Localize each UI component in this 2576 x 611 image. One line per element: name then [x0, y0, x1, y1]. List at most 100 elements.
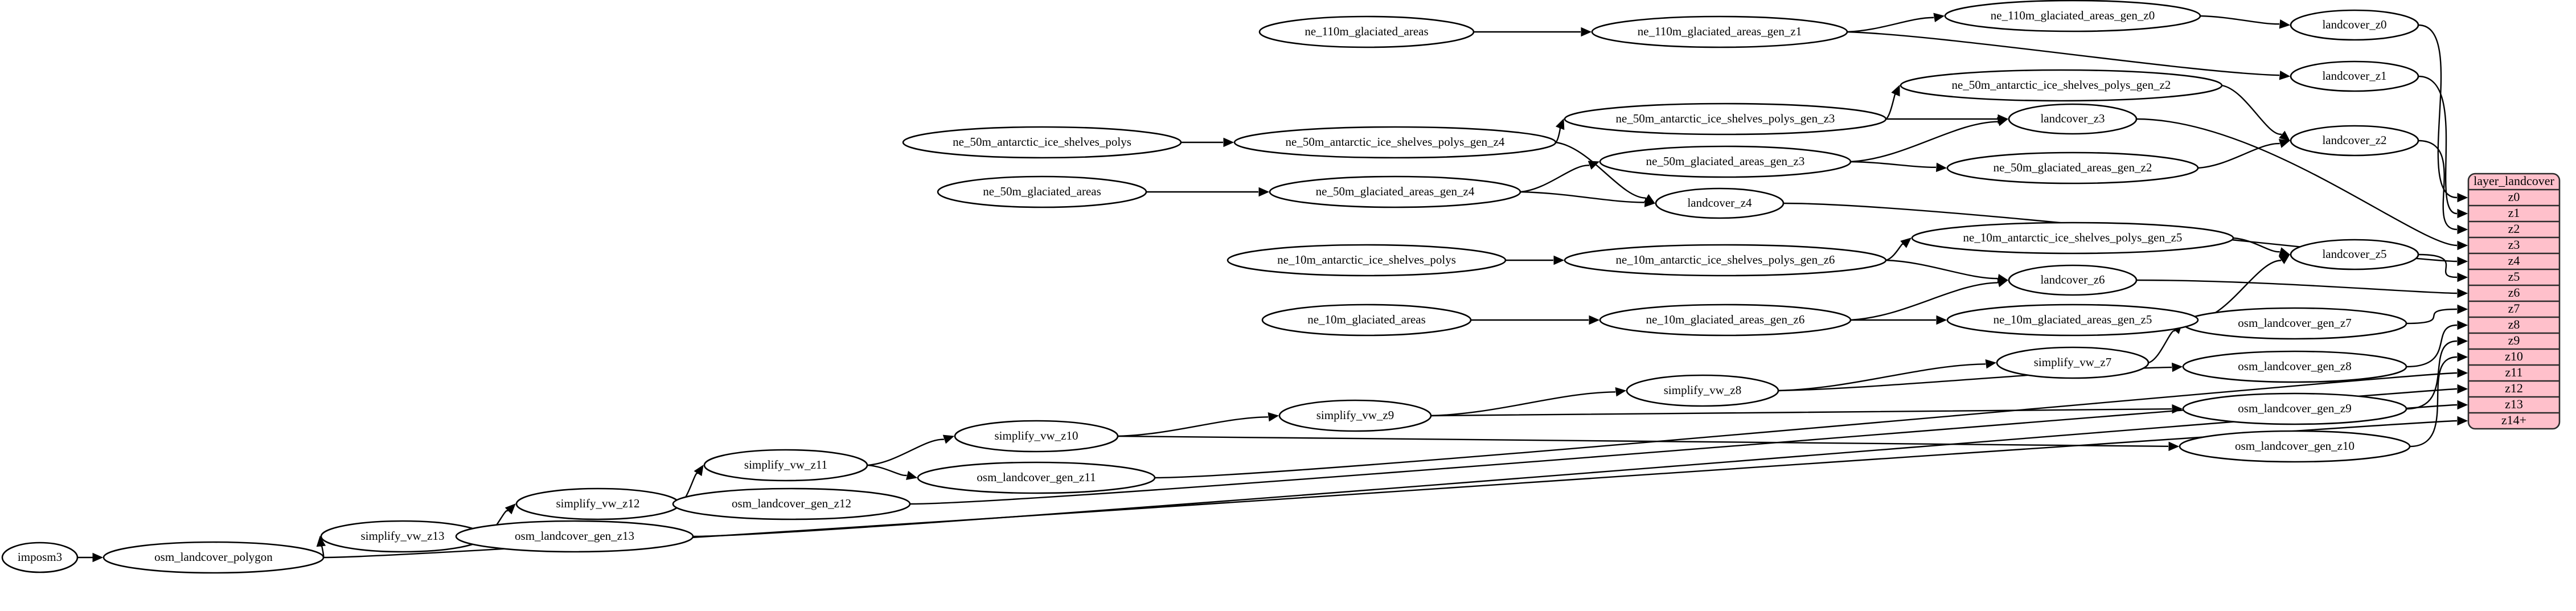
node-ellipse[interactable] [2290, 9, 2419, 41]
graph-node[interactable]: osm_landcover_gen_z13 [455, 520, 694, 553]
table-row[interactable]: z13 [2468, 396, 2559, 411]
table-row-label: z6 [2508, 285, 2520, 300]
graph-node[interactable]: simplify_vw_z8 [1626, 374, 1779, 407]
table-row[interactable]: z9 [2468, 332, 2559, 347]
graph-node[interactable]: ne_50m_glaciated_areas_gen_z4 [1269, 175, 1521, 208]
node-ellipse[interactable] [2182, 350, 2407, 383]
node-ellipse[interactable] [1261, 304, 1472, 337]
edge-arrowhead [2278, 139, 2291, 148]
graph-node[interactable]: osm_landcover_gen_z7 [2182, 307, 2407, 340]
node-ellipse[interactable] [1233, 126, 1557, 159]
graph-node[interactable]: imposm3 [1, 542, 79, 573]
node-ellipse[interactable] [2008, 103, 2138, 135]
table-row[interactable]: z3 [2468, 236, 2559, 252]
table-row[interactable]: z10 [2468, 348, 2559, 363]
graph-node[interactable]: landcover_z0 [2290, 9, 2419, 41]
node-ellipse[interactable] [2008, 264, 2138, 296]
graph-node[interactable]: simplify_vw_z12 [515, 487, 680, 520]
table-row[interactable]: z8 [2468, 316, 2559, 331]
graph-node[interactable]: ne_10m_antarctic_ice_shelves_polys_gen_z… [1911, 222, 2234, 255]
graph-node[interactable]: landcover_z2 [2290, 125, 2419, 157]
table-row[interactable]: z5 [2468, 268, 2559, 284]
node-ellipse[interactable] [1626, 374, 1779, 407]
node-ellipse[interactable] [1900, 69, 2223, 102]
node-ellipse[interactable] [2290, 60, 2419, 92]
graph-node[interactable]: ne_10m_glaciated_areas [1261, 304, 1472, 337]
node-ellipse[interactable] [1278, 399, 1432, 432]
node-ellipse[interactable] [2182, 392, 2407, 425]
node-ellipse[interactable] [455, 520, 694, 553]
node-ellipse[interactable] [102, 541, 325, 574]
graph-node[interactable]: ne_50m_antarctic_ice_shelves_polys_gen_z… [1233, 126, 1557, 159]
graph-edge [867, 464, 907, 477]
graph-node[interactable]: osm_landcover_gen_z12 [672, 487, 911, 520]
node-ellipse[interactable] [1599, 304, 1852, 337]
graph-node[interactable]: osm_landcover_gen_z11 [917, 461, 1156, 494]
node-ellipse[interactable] [1564, 102, 1887, 136]
node-ellipse[interactable] [2179, 430, 2411, 463]
node-ellipse[interactable] [954, 420, 1119, 453]
node-ellipse[interactable] [1599, 145, 1852, 178]
table-row[interactable]: z1 [2468, 204, 2559, 220]
table-row[interactable]: z6 [2468, 284, 2559, 300]
graph-edge [2406, 340, 2458, 410]
graph-node[interactable]: ne_50m_antarctic_ice_shelves_polys [902, 126, 1182, 159]
table-row[interactable]: z7 [2468, 300, 2559, 315]
node-ellipse[interactable] [937, 175, 1147, 208]
node-ellipse[interactable] [1655, 187, 1785, 219]
node-ellipse[interactable] [1911, 222, 2234, 255]
graph-node[interactable]: ne_110m_glaciated_areas_gen_z1 [1591, 15, 1848, 48]
graph-node[interactable]: landcover_z6 [2008, 264, 2138, 296]
graph-edge [867, 438, 944, 466]
graph-node[interactable]: ne_10m_antarctic_ice_shelves_polys_gen_z… [1564, 244, 1887, 277]
node-ellipse[interactable] [1258, 15, 1475, 48]
graph-node[interactable]: ne_10m_glaciated_areas_gen_z6 [1599, 304, 1852, 337]
graph-node[interactable]: ne_50m_antarctic_ice_shelves_polys_gen_z… [1900, 69, 2223, 102]
node-ellipse[interactable] [902, 126, 1182, 159]
graph-node[interactable]: landcover_z3 [2008, 103, 2138, 135]
graph-node[interactable]: ne_50m_glaciated_areas_gen_z2 [1946, 151, 2199, 184]
table-row[interactable]: z4 [2468, 252, 2559, 268]
node-ellipse[interactable] [1591, 15, 1848, 48]
node-label: simplify_vw_z9 [1316, 408, 1394, 422]
node-ellipse[interactable] [2290, 125, 2419, 157]
graph-node[interactable]: ne_50m_glaciated_areas [937, 175, 1147, 208]
node-ellipse[interactable] [1944, 0, 2201, 32]
node-ellipse[interactable] [1564, 244, 1887, 277]
table-row[interactable]: z14+ [2468, 412, 2559, 427]
node-ellipse[interactable] [1, 542, 79, 573]
layer-landcover-table[interactable]: layer_landcoverz0z1z2z3z4z5z6z7z8z9z10z1… [2467, 173, 2561, 430]
graph-node[interactable]: osm_landcover_gen_z9 [2182, 392, 2407, 425]
graph-node[interactable]: landcover_z4 [1655, 187, 1785, 219]
node-ellipse[interactable] [1946, 151, 2199, 184]
graph-node[interactable]: landcover_z5 [2290, 239, 2419, 270]
node-ellipse[interactable] [1996, 346, 2150, 379]
graph-node[interactable]: ne_110m_glaciated_areas_gen_z0 [1944, 0, 2201, 32]
table-row[interactable]: z0 [2508, 190, 2520, 204]
table-row[interactable]: z2 [2468, 220, 2559, 236]
graph-node[interactable]: ne_110m_glaciated_areas [1258, 15, 1475, 48]
graph-node[interactable]: simplify_vw_z7 [1996, 346, 2150, 379]
node-ellipse[interactable] [2290, 239, 2419, 270]
edge-arrowhead [2457, 416, 2468, 426]
node-ellipse[interactable] [1269, 175, 1521, 208]
graph-node[interactable]: ne_10m_glaciated_areas_gen_z5 [1946, 304, 2199, 337]
graph-node[interactable]: ne_50m_glaciated_areas_gen_z3 [1599, 145, 1852, 178]
graph-node[interactable]: simplify_vw_z11 [703, 449, 868, 482]
node-ellipse[interactable] [672, 487, 911, 520]
graph-node[interactable]: osm_landcover_gen_z8 [2182, 350, 2407, 383]
graph-node[interactable]: ne_50m_antarctic_ice_shelves_polys_gen_z… [1564, 102, 1887, 136]
graph-node[interactable]: osm_landcover_polygon [102, 541, 325, 574]
graph-node[interactable]: landcover_z1 [2290, 60, 2419, 92]
table-row[interactable]: z12 [2468, 380, 2559, 395]
graph-node[interactable]: simplify_vw_z9 [1278, 399, 1432, 432]
graph-node[interactable]: ne_10m_antarctic_ice_shelves_polys [1227, 244, 1507, 277]
node-ellipse[interactable] [1946, 304, 2199, 337]
graph-node[interactable]: osm_landcover_gen_z10 [2179, 430, 2411, 463]
node-ellipse[interactable] [917, 461, 1156, 494]
node-ellipse[interactable] [1227, 244, 1507, 277]
graph-node[interactable]: simplify_vw_z10 [954, 420, 1119, 453]
node-ellipse[interactable] [703, 449, 868, 482]
table-row[interactable]: z11 [2468, 364, 2559, 379]
edge-arrowhead [1581, 27, 1592, 37]
